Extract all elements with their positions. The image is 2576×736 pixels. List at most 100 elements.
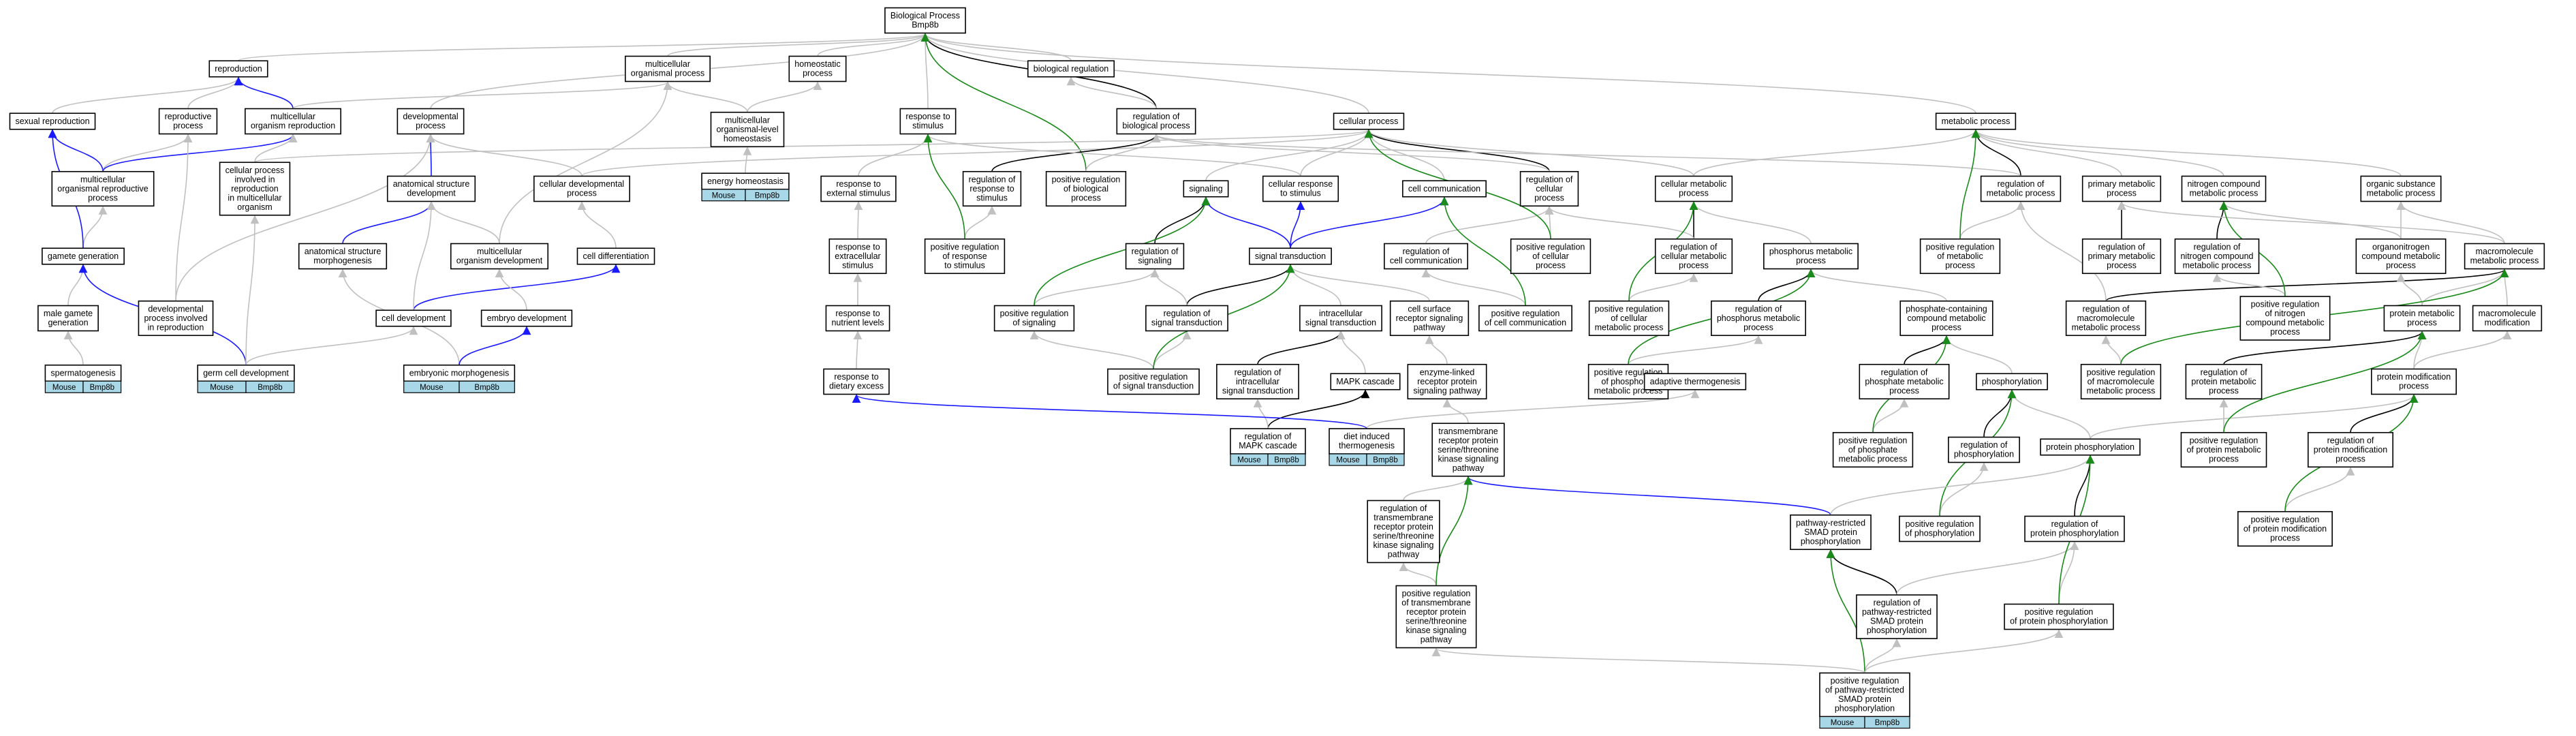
node-box [788, 55, 847, 82]
edge-is-a [187, 76, 243, 109]
node-box [1790, 514, 1872, 551]
node-label-line: response to [836, 179, 880, 189]
node-label-line: embryo development [487, 313, 567, 323]
node-box [2370, 368, 2457, 395]
node-box [1856, 594, 1938, 639]
node-box [1262, 175, 1339, 202]
node-box [828, 238, 887, 275]
node-label-line: spermatogenesis [50, 368, 115, 378]
go-term-node-cell-comm: cell communication [1402, 180, 1487, 198]
node-label-line: positive regulation [931, 242, 999, 251]
node-label-line: development [407, 189, 456, 198]
edge-is-a [581, 129, 1373, 177]
node-label-line: macromolecule [2077, 313, 2135, 323]
node-label-line: organism reproduction [251, 121, 335, 131]
edge-annotation-path [852, 394, 1367, 429]
node-label-line: developmental [148, 304, 203, 313]
node-label-line: signaling [1138, 256, 1171, 266]
node-label-line: process [416, 121, 446, 131]
node-label-line: morphogenesis [313, 256, 371, 266]
node-label-line: cellular metabolic [1661, 179, 1727, 189]
node-box [1230, 428, 1306, 455]
node-label-line: diet induced [1344, 432, 1389, 442]
edge-is-a [1971, 129, 2224, 177]
node-box [1384, 243, 1468, 270]
node-label-line: serine/threonine [1373, 532, 1434, 541]
node-label-line: phosphorylation [1801, 536, 1861, 546]
node-label-line: cell communication [1390, 256, 1462, 266]
edge-is-a [102, 134, 193, 172]
node-label-line: positive regulation [1831, 676, 1899, 686]
annotation-tag-gene [1267, 453, 1306, 466]
node-box [1045, 170, 1127, 207]
node-label-line: process [173, 121, 203, 131]
node-label-line: phosphate-containing [1906, 304, 1987, 313]
node-label-line: of pathway-restricted [1825, 686, 1904, 695]
edge-is-a [1029, 331, 1154, 369]
edge-part-of [1904, 335, 1951, 365]
node-label-line: biological process [1122, 121, 1190, 131]
edge-is-a [2117, 201, 2505, 244]
edge-is-a [499, 81, 672, 244]
node-label-line: Bmp8b [912, 20, 939, 30]
node-label-line: process [2209, 454, 2239, 463]
node-box [1145, 305, 1228, 332]
node-label-line: of nitrogen [2265, 309, 2305, 318]
node-box [1519, 170, 1579, 207]
node-label-line: primary metabolic [2088, 251, 2156, 261]
node-label-line: enzyme-linked [1420, 367, 1475, 377]
node-label-line: regulation of [1874, 598, 1921, 608]
node-label-line: metabolic process [2072, 322, 2141, 332]
node-box [2472, 305, 2543, 332]
node-label-line: protein phosphorylation [2030, 529, 2119, 538]
node-box [1510, 238, 1592, 275]
go-term-node-cell-diff: cell differentiation [576, 247, 655, 265]
node-label-line: positive regulation [2087, 367, 2156, 377]
node-label-line: process [1679, 189, 1709, 198]
node-box [51, 170, 155, 207]
edge-is-a [1628, 335, 1763, 365]
edge-is-a [747, 81, 822, 112]
node-label-line: positive regulation [1402, 589, 1471, 598]
node-label-line: regulation of [1235, 367, 1282, 377]
node-label-line: Biological Process [890, 11, 960, 20]
node-label-line: regulation of [2201, 367, 2248, 377]
edge-is-a [2016, 201, 2107, 301]
node-label-line: multicellular [477, 247, 522, 256]
node-label-line: metabolic process [2087, 386, 2156, 395]
edge-positively-regulates [1440, 196, 1526, 306]
node-label-line: kinase signaling [1438, 454, 1499, 463]
node-label-line: cellular [1536, 184, 1563, 194]
node-label-line: serine/threonine [1406, 617, 1467, 626]
node-box [1116, 108, 1196, 135]
edge-is-a [920, 33, 930, 109]
node-label-line: metabolic process [2470, 256, 2539, 266]
node-box [710, 111, 785, 148]
node-label-line: cellular developmental [540, 179, 624, 189]
go-term-node-reproduction: reproduction [208, 60, 268, 78]
node-box [2355, 238, 2447, 275]
node-box [1216, 363, 1299, 400]
node-box [386, 175, 476, 202]
node-label-line: positive regulation [1119, 372, 1188, 382]
edge-is-a [1689, 201, 1812, 244]
annotation-tag-gene-label: Bmp8b [258, 384, 282, 392]
node-box [2080, 363, 2162, 400]
edge-part-of [2216, 201, 2229, 239]
edge-is-a [577, 201, 617, 249]
node-label-line: process [2386, 260, 2416, 270]
edge-positively-regulates [920, 33, 1087, 172]
node-label-line: regulation of [2083, 304, 2130, 313]
go-term-node-protein-phosphorylation: protein phosphorylation [2040, 438, 2141, 456]
node-label-line: thermogenesis [1339, 441, 1395, 450]
node-box [1125, 243, 1185, 270]
